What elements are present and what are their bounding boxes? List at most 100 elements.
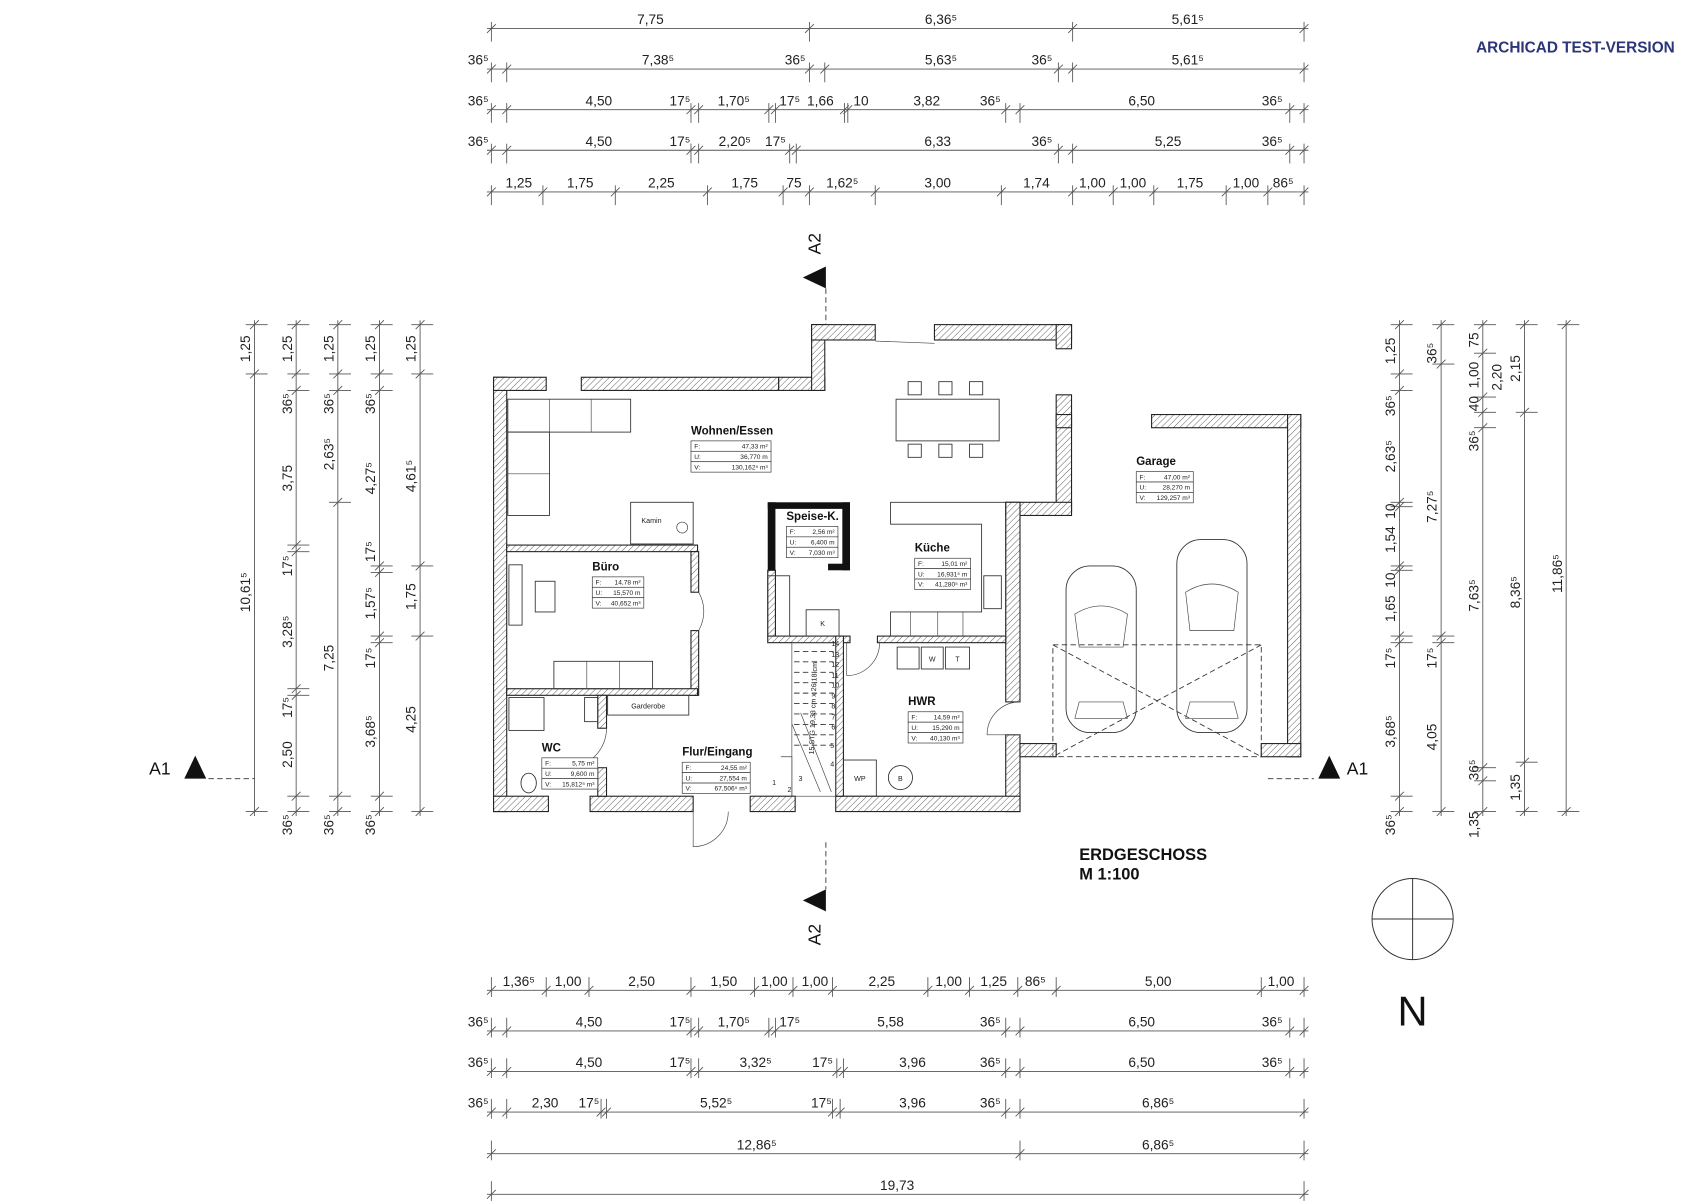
dimension-label: 17⁵ <box>1383 648 1398 669</box>
dimension-label: 17⁵ <box>812 1055 833 1070</box>
room-table-cell <box>907 732 964 744</box>
dimension-tick <box>693 145 704 155</box>
stair-step-number: 9 <box>831 693 835 701</box>
dimension-label: 36⁵ <box>280 393 295 414</box>
dimension-tick <box>601 1107 612 1117</box>
room-value: 7,030 m³ <box>809 550 836 557</box>
dimension-tick <box>1299 1189 1309 1200</box>
dimension-label: 3,00 <box>924 176 951 191</box>
room-value-key: V: <box>685 786 691 793</box>
north-label: N <box>1398 987 1428 1034</box>
dimension-label: 2,25 <box>868 974 895 989</box>
dimension-label: 1,25 <box>1383 337 1398 364</box>
wc-fixtures <box>508 697 599 794</box>
dimension-tick <box>1299 1026 1309 1036</box>
room-value: 24,55 m² <box>721 765 748 772</box>
dimension-label: 17⁵ <box>765 134 786 149</box>
wall-segment <box>690 630 700 696</box>
room-value: 15,290 m <box>932 725 960 732</box>
dimension-tick <box>1285 1026 1295 1036</box>
dimension-tick <box>1519 319 1530 330</box>
dimension-label: 17⁵ <box>363 648 378 669</box>
dimension-tick <box>541 985 551 996</box>
dimension-tick <box>1053 64 1064 74</box>
car-left <box>1065 565 1137 734</box>
walls <box>493 324 1302 813</box>
dimension-label: 2,63⁵ <box>321 438 336 470</box>
dimension-tick <box>686 985 696 996</box>
laundry: W T WP B <box>842 646 970 797</box>
dimension-tick <box>333 319 343 330</box>
room-stamp: Speise-K.F:2,56 m²U:6,400 mV:7,030 m³ <box>786 511 839 559</box>
dimension-label: 1,00 <box>1120 176 1147 191</box>
dimension-label: 36⁵ <box>1262 1055 1283 1070</box>
dimension-tick <box>764 1026 774 1036</box>
dimension-label: 6,50 <box>1128 93 1155 108</box>
room-table-cell <box>541 778 599 790</box>
dimension-label: 2,50 <box>280 741 295 768</box>
dimension-label: 36⁵ <box>363 393 378 414</box>
room-name: Wohnen/Essen <box>691 425 773 437</box>
dimension-label: 36⁵ <box>1262 1015 1283 1030</box>
wall-segment <box>933 324 1073 341</box>
wall-segment <box>493 376 508 813</box>
dimension-label: 2,63⁵ <box>1383 440 1398 472</box>
dimension-label: 2,50 <box>628 974 655 989</box>
dimension-tick <box>1299 985 1309 996</box>
dimension-tick <box>1394 631 1405 641</box>
dimension-tick <box>1478 423 1488 433</box>
dining-table <box>895 381 1000 458</box>
room-name: Flur/Eingang <box>682 747 752 759</box>
dimension-label: 75 <box>786 176 802 191</box>
wardrobe: Garderobe <box>607 694 690 716</box>
dimension-label: 36⁵ <box>1383 395 1398 416</box>
dimension-tick <box>502 145 512 155</box>
dimension-chain: 19,73 <box>486 1178 1309 1201</box>
dimension-tick <box>1299 1149 1309 1159</box>
dimension-label: 6,86⁵ <box>1142 1096 1174 1111</box>
dimension-label: 3,68⁵ <box>363 715 378 747</box>
dimension-tick <box>1436 637 1446 648</box>
dimension-tick <box>1436 319 1446 330</box>
dimension-label: 36⁵ <box>980 1055 1001 1070</box>
dimension-tick <box>1299 104 1309 115</box>
dimension-tick <box>610 187 620 197</box>
dimension-label: 1,57⁵ <box>363 587 378 619</box>
pantry-wall <box>828 563 850 571</box>
dimension-tick <box>415 319 425 330</box>
dimension-label: 1,62⁵ <box>826 176 858 191</box>
stair-step-number: 3 <box>798 775 802 783</box>
wall-segment <box>506 544 699 553</box>
dimension-label: 1,25 <box>280 335 295 362</box>
room-value-key: F: <box>918 561 924 568</box>
dimension-label: 1,00 <box>555 974 582 989</box>
dimension-label: 36⁵ <box>980 1096 1001 1111</box>
dimension-tick <box>1478 407 1488 418</box>
room-value: 129,257 m³ <box>1157 495 1191 502</box>
dimension-label: 3,75 <box>280 464 295 491</box>
dimension-tick <box>374 631 385 641</box>
room-value-key: U: <box>1140 485 1147 492</box>
room-value-key: U: <box>685 775 692 782</box>
dimension-tick <box>502 1107 512 1117</box>
wall-segment <box>835 795 1021 813</box>
section-marker-a1-left: A1 <box>149 755 255 780</box>
dimension-tick <box>486 1149 497 1159</box>
dimension-label: 2,20 <box>1489 364 1504 391</box>
dimension-tick <box>996 187 1007 197</box>
dimension-label: 2,25 <box>648 176 675 191</box>
dimension-tick <box>1108 187 1118 197</box>
desk <box>508 564 654 690</box>
room-value-key: U: <box>596 590 603 597</box>
dimension-tick <box>1299 64 1309 74</box>
dimension-tick <box>249 806 260 817</box>
section-a2-label: A2 <box>804 233 824 254</box>
